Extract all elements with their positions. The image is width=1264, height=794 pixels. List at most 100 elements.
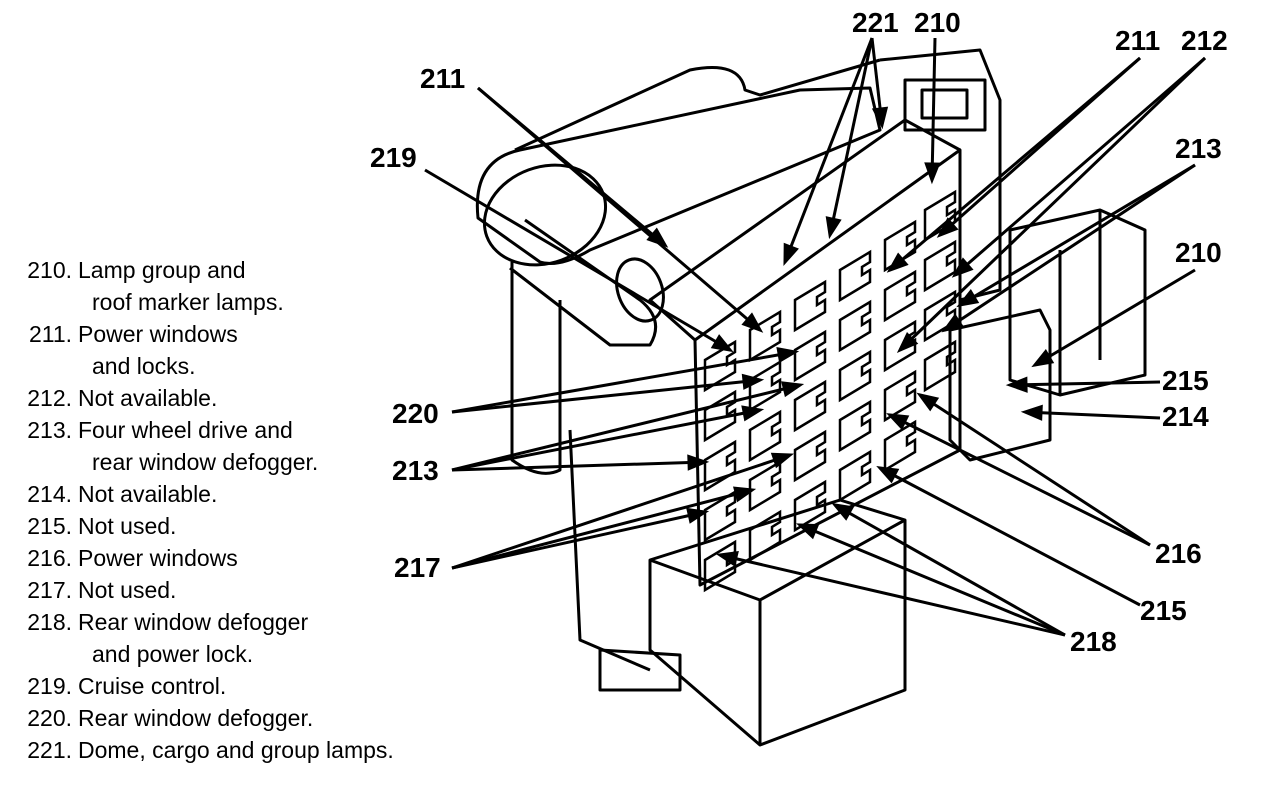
callout-218: 218 xyxy=(1070,626,1117,657)
legend-text: Cruise control. xyxy=(78,673,227,699)
relay-socket xyxy=(883,419,917,473)
legend-item: 210.Lamp group and roof marker lamps. xyxy=(0,254,480,318)
leader-arrowhead xyxy=(956,289,980,308)
leader-arrowhead xyxy=(1020,404,1043,421)
leader-arrowhead xyxy=(733,486,757,503)
leader-arrowhead xyxy=(825,216,842,240)
leader-arrowhead xyxy=(896,332,919,353)
leader-line xyxy=(919,393,1151,547)
leader-arrowhead xyxy=(796,523,820,540)
leader-arrowhead xyxy=(710,334,734,353)
legend-number: 217. xyxy=(27,577,72,603)
side-relay-block xyxy=(948,308,1052,462)
legend-text: Not available. xyxy=(78,385,218,411)
leader-line xyxy=(930,37,937,181)
callout-211-right: 211 xyxy=(1115,25,1160,56)
leader-line xyxy=(1034,268,1196,367)
legend-number: 215. xyxy=(27,513,72,539)
relay-legend: 210.Lamp group and roof marker lamps. 211.… xyxy=(0,254,480,766)
legend-text: and locks. xyxy=(92,353,196,379)
leader-line xyxy=(451,408,761,472)
callout-213-right: 213 xyxy=(1175,133,1222,164)
leader-arrowhead xyxy=(924,162,941,185)
leader-line xyxy=(1024,410,1161,420)
relay-socket xyxy=(838,299,872,353)
legend-item: 220.Rear window defogger. xyxy=(0,702,480,734)
callout-221-top: 221 xyxy=(852,7,899,38)
legend-number: 216. xyxy=(27,545,72,571)
relay-socket xyxy=(793,379,827,433)
relay-socket xyxy=(793,279,827,333)
relay-socket xyxy=(923,189,957,243)
leader-arrowhead xyxy=(783,242,799,266)
cylinder-end xyxy=(615,257,665,323)
legend-text: Power windows xyxy=(78,545,238,571)
leader-arrowhead xyxy=(936,217,959,238)
leader-arrowhead xyxy=(741,373,765,390)
fuse-block-top xyxy=(648,118,961,342)
relay-socket xyxy=(703,539,737,593)
legend-text: Lamp group and xyxy=(78,257,246,283)
legend-text: Dome, cargo and group lamps. xyxy=(78,737,394,763)
legend-text: rear window defogger. xyxy=(92,449,319,475)
leader-arrowhead xyxy=(776,346,800,364)
legend-item: 216.Power windows xyxy=(0,542,480,574)
legend-number: 214. xyxy=(27,481,72,507)
leader-arrowhead xyxy=(831,502,855,521)
leader-line xyxy=(828,37,874,236)
callout-214: 214 xyxy=(1162,401,1209,432)
callout-212: 212 xyxy=(1181,25,1228,56)
relay-socket xyxy=(748,509,782,563)
relay-socket xyxy=(703,439,737,493)
leader-line xyxy=(939,56,1141,237)
legend-item: 212.Not available. xyxy=(0,382,480,414)
leader-line xyxy=(451,460,706,472)
legend-number: 213. xyxy=(27,417,72,443)
mounting-rail-top xyxy=(514,58,881,152)
left-bottom-bracket xyxy=(568,429,651,672)
leader-arrowhead xyxy=(687,454,710,471)
legend-text: Not used. xyxy=(78,577,177,603)
relay-socket xyxy=(793,429,827,483)
leader-arrowhead xyxy=(715,550,739,567)
leader-line xyxy=(783,37,874,263)
callout-211-left: 211 xyxy=(420,63,465,94)
leader-arrowhead xyxy=(876,466,900,484)
leader-line xyxy=(424,168,731,352)
leader-line xyxy=(719,553,1066,637)
leader-line xyxy=(451,350,796,414)
leader-line xyxy=(451,488,753,570)
relay-socket xyxy=(838,399,872,453)
relay-socket xyxy=(748,359,782,413)
legend-number: 210. xyxy=(27,257,72,283)
legend-text: Not available. xyxy=(78,481,218,507)
relay-socket xyxy=(748,409,782,463)
bottom-foot xyxy=(598,648,682,692)
leader-arrowhead xyxy=(741,405,765,422)
relay-socket xyxy=(748,459,782,513)
legend-text: Not used. xyxy=(78,513,177,539)
leader-line xyxy=(1009,380,1161,387)
leader-arrowhead xyxy=(1005,376,1028,393)
legend-number: 211. xyxy=(28,321,72,347)
relay-socket xyxy=(838,249,872,303)
relay-sockets xyxy=(703,189,957,593)
left-bracket xyxy=(510,262,562,475)
callout-216: 216 xyxy=(1155,538,1202,569)
leader-arrowhead xyxy=(941,313,965,333)
leader-line xyxy=(898,56,1207,352)
relay-socket xyxy=(748,309,782,363)
leader-arrowhead xyxy=(646,227,669,248)
callout-219: 219 xyxy=(370,142,417,173)
back-socket-inner xyxy=(920,88,969,120)
legend-text: Rear window defogger xyxy=(78,609,309,635)
relay-socket xyxy=(883,369,917,423)
leader-line xyxy=(451,378,761,414)
leader-line xyxy=(799,523,1066,637)
cylinder-body xyxy=(509,218,658,347)
legend-text: roof marker lamps. xyxy=(92,289,284,315)
callout-220: 220 xyxy=(392,398,439,429)
legend-number: 218. xyxy=(27,609,72,635)
leader-arrowhead xyxy=(951,257,974,278)
